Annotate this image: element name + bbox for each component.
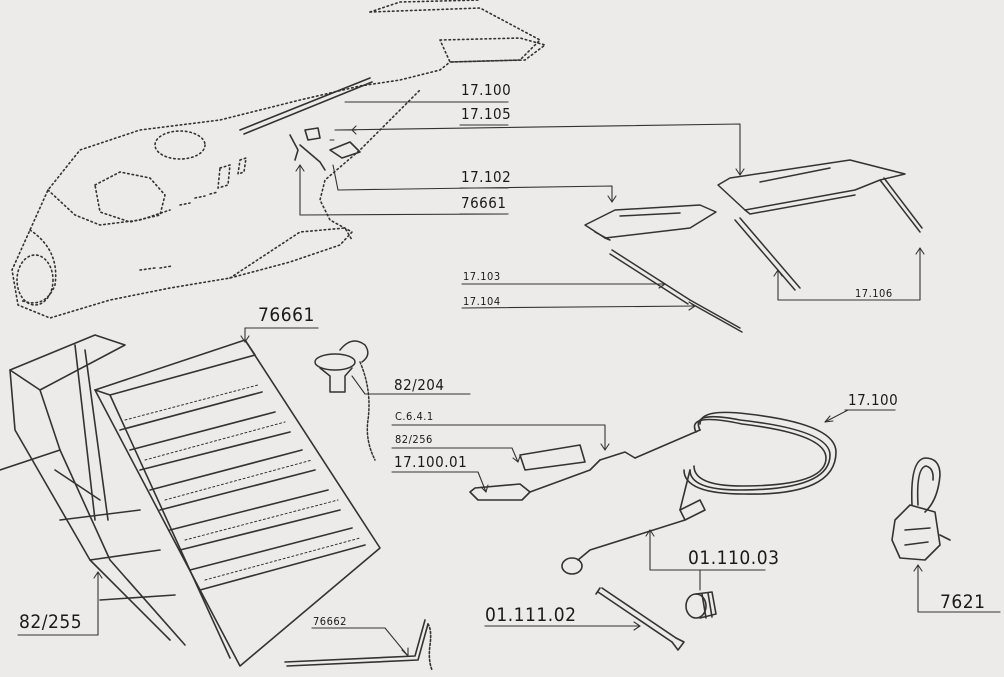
part-label-76661-top: 76661 xyxy=(461,194,507,212)
clip-7621 xyxy=(891,457,951,561)
part-label-82-256: 82/256 xyxy=(395,433,433,446)
stretcher-small xyxy=(584,204,743,333)
stretcher-large xyxy=(717,159,923,291)
part-label-17-104: 17.104 xyxy=(463,295,501,308)
part-label-7621: 7621 xyxy=(940,591,986,613)
part-label-76662: 76662 xyxy=(313,615,347,628)
part-label-01-111-02: 01.111.02 xyxy=(485,604,577,626)
part-label-c-6-4-1: C.6.4.1 xyxy=(395,410,434,423)
nut-01-110-03 xyxy=(685,591,717,619)
part-label-82-204: 82/204 xyxy=(394,376,445,394)
part-label-17-106: 17.106 xyxy=(855,287,893,300)
leader-lines-cable xyxy=(393,409,896,591)
part-label-17-102: 17.102 xyxy=(461,168,512,186)
leader-76662 xyxy=(311,627,409,657)
label-underlines xyxy=(17,101,1001,636)
bar-76662 xyxy=(284,619,433,671)
leader-lines-rods xyxy=(461,247,925,311)
part-label-17-100-cable: 17.100 xyxy=(848,391,899,409)
pin-01-111-02 xyxy=(595,587,685,651)
ladder xyxy=(0,334,381,667)
ladder-holes xyxy=(124,384,361,581)
part-label-17-103: 17.103 xyxy=(463,270,501,283)
part-label-76661-ladder: 76661 xyxy=(258,304,315,326)
cable-assembly xyxy=(469,411,837,575)
part-label-17-100-01: 17.100.01 xyxy=(394,453,468,471)
aircraft-outline xyxy=(11,0,546,319)
part-label-17-105: 17.105 xyxy=(461,105,512,123)
part-label-17-100-top: 17.100 xyxy=(461,81,512,99)
fuselage-rods xyxy=(239,77,373,171)
part-label-82-255: 82/255 xyxy=(19,611,83,633)
leader-lines-upper xyxy=(295,101,745,216)
part-label-01-110-03: 01.110.03 xyxy=(688,547,780,569)
fitting-82-204 xyxy=(314,340,376,461)
